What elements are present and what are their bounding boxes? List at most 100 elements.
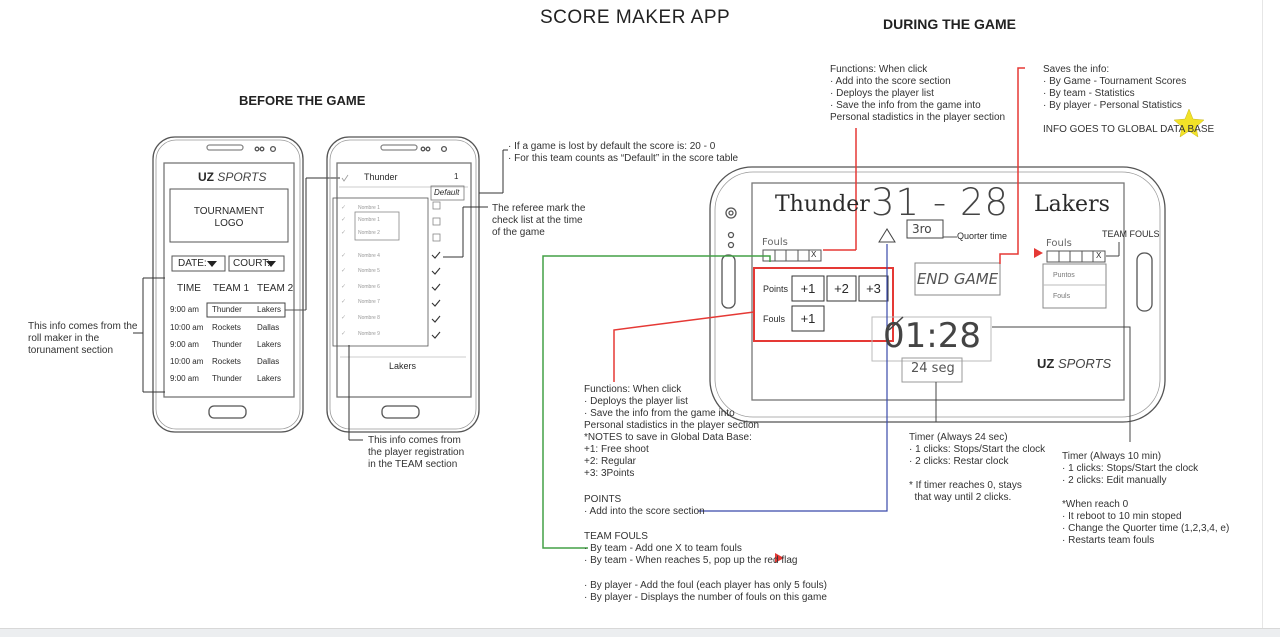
by-player-note: · By player - Add the foul (each player …: [584, 580, 827, 603]
player-box-fouls: Fouls: [1053, 293, 1071, 300]
schedule-row[interactable]: 9:00 am Thunder Lakers: [170, 374, 290, 386]
schedule-team2: Lakers: [257, 340, 282, 349]
schedule-team1: Rockets: [212, 357, 241, 366]
schedule-row[interactable]: 10:00 am Rockets Dallas: [170, 357, 290, 369]
player-row[interactable]: ✓ Nombre 9: [338, 330, 426, 340]
default-label[interactable]: Default: [434, 188, 460, 197]
check-icon: ✓: [341, 331, 347, 337]
player-row[interactable]: ✓ Nombre 1: [338, 216, 426, 226]
roll-maker-note: This info comes from the roll maker in t…: [28, 321, 138, 356]
window-edge: [1262, 0, 1280, 636]
functions-bottom-note: Functions: When click · Deploys the play…: [584, 384, 760, 479]
phone-2-screen: [332, 174, 468, 358]
schedule-time: 9:00 am: [170, 374, 199, 383]
end-game-button[interactable]: END GAME: [916, 270, 999, 288]
star-icon: [1173, 108, 1205, 138]
phone-1-frame: [152, 136, 304, 433]
check-icon: ✓: [341, 217, 347, 223]
away-team-name: Lakers: [1034, 192, 1110, 217]
schedule-team2: Lakers: [257, 305, 282, 314]
add-three-points-button[interactable]: +3: [866, 281, 881, 296]
team-top-name[interactable]: Thunder: [364, 172, 398, 182]
red-connectors: [613, 67, 1025, 382]
phone-1-screen: [169, 177, 340, 318]
add-two-points-button[interactable]: +2: [834, 281, 849, 296]
schedule-team1: Rockets: [212, 323, 241, 332]
timer-10-note: Timer (Always 10 min) · 1 clicks: Stops/…: [1062, 451, 1230, 546]
scoreboard-brand: UZ SPORTS: [1037, 356, 1112, 371]
phone-1-brand: UZ SPORTS: [198, 170, 267, 184]
player-name: Nombre 9: [358, 331, 380, 337]
schedule-row[interactable]: 10:00 am Rockets Dallas: [170, 323, 290, 335]
shot-clock[interactable]: 24 seg: [911, 361, 955, 376]
page-title: SCORE MAKER APP: [540, 7, 731, 28]
add-foul-button[interactable]: +1: [800, 311, 816, 326]
player-row[interactable]: ✓ Nombre 8: [338, 314, 426, 324]
player-name: Nombre 8: [358, 315, 380, 321]
points-row-label: Points: [763, 284, 789, 294]
away-fouls-mark: X: [1096, 251, 1102, 260]
check-icon: ✓: [341, 299, 347, 305]
team-fouls-note: TEAM FOULS · By team - Add one X to team…: [584, 531, 798, 566]
points-note: POINTS · Add into the score section: [584, 494, 705, 517]
court-dropdown[interactable]: COURT:: [233, 258, 271, 269]
wireframe-canvas: [133, 67, 1205, 563]
green-connector: [542, 255, 771, 549]
schedule-team1: Thunder: [212, 340, 242, 349]
game-timer[interactable]: 01:28: [883, 316, 981, 356]
player-row[interactable]: ✓ Nombre 7: [338, 298, 426, 308]
schedule-time: 9:00 am: [170, 305, 199, 314]
registration-note: This info comes from the player registra…: [368, 435, 465, 470]
timer-lines: [935, 326, 1131, 442]
check-icon: ✓: [341, 284, 347, 290]
date-dropdown[interactable]: DATE:: [178, 258, 207, 269]
window-bottom-edge: [0, 628, 1280, 637]
player-row[interactable]: ✓Nombre 2: [338, 229, 426, 239]
saves-info-note: Saves the info: · By Game - Tournament S…: [1043, 64, 1215, 135]
quarter-display: 3ro: [912, 222, 932, 236]
home-team-name: Thunder: [775, 192, 870, 217]
schedule-team2: Lakers: [257, 374, 282, 383]
schedule-time: 9:00 am: [170, 340, 199, 349]
player-name: Nombre 4: [358, 253, 380, 259]
score-display[interactable]: 31 - 28: [871, 181, 1010, 224]
add-one-point-button[interactable]: +1: [800, 281, 816, 296]
functions-top-note: Functions: When click · Add into the sco…: [830, 64, 1006, 123]
player-row[interactable]: ✓Nombre 4: [338, 252, 426, 262]
player-box-points: Puntos: [1053, 272, 1075, 279]
schedule-time: 10:00 am: [170, 323, 204, 332]
check-icon: ✓: [341, 230, 347, 236]
default-note-lines: [443, 149, 508, 258]
player-row[interactable]: ✓Nombre 1: [338, 204, 426, 214]
red-flag-icon: [775, 553, 784, 563]
schedule-row[interactable]: 9:00 am Thunder Lakers: [170, 340, 290, 352]
schedule-time: 10:00 am: [170, 357, 204, 366]
home-fouls-mark: X: [811, 250, 817, 259]
scoreboard-drawing: [753, 219, 1120, 383]
player-name: Nombre 7: [358, 299, 380, 305]
home-fouls-label: Fouls: [762, 237, 788, 248]
during-heading: DURING THE GAME: [883, 16, 1016, 32]
landscape-phone-frame: [709, 166, 1166, 423]
player-name: Nombre 1: [358, 205, 380, 211]
team-fouls-label: TEAM FOULS: [1102, 229, 1160, 239]
blue-connector: [698, 244, 888, 512]
quarter-label: Quorter time: [957, 231, 1008, 241]
schedule-team2: Dallas: [257, 323, 280, 332]
player-row[interactable]: ✓Nombre 5: [338, 267, 426, 277]
player-name: Nombre 6: [358, 284, 380, 290]
check-icon: ✓: [341, 315, 347, 321]
default-note: · If a game is lost by default the score…: [508, 141, 739, 164]
timer-24-note: Timer (Always 24 sec) · 1 clicks: Stops/…: [909, 432, 1046, 503]
player-name: Nombre 1: [358, 217, 380, 223]
player-row[interactable]: ✓ Nombre 6: [338, 283, 426, 293]
team-bottom-name[interactable]: Lakers: [389, 361, 417, 371]
player-name: Nombre 5: [358, 268, 380, 274]
phone-2-frame: [326, 136, 480, 433]
tournament-logo: TOURNAMENT LOGO: [193, 206, 265, 229]
schedule-team1: Thunder: [212, 374, 242, 383]
schedule-team2: Dallas: [257, 357, 280, 366]
away-fouls-label: Fouls: [1046, 238, 1072, 249]
